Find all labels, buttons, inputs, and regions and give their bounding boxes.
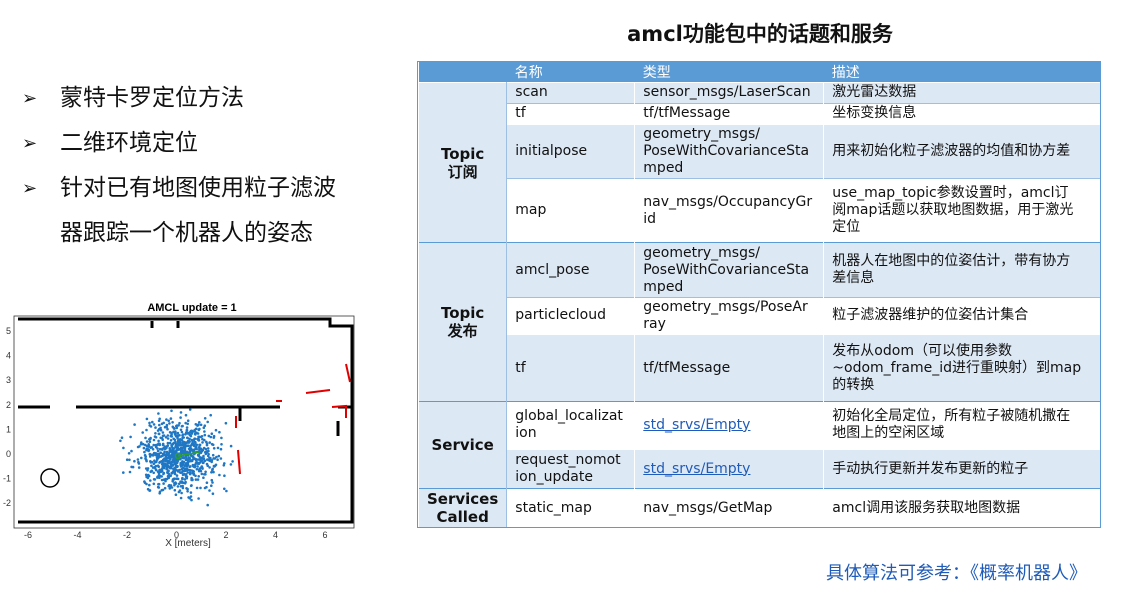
laser-scan-points <box>235 363 351 475</box>
x-axis-ticks: -6 -4 -2 0 2 4 6 <box>24 530 328 540</box>
service-type-link[interactable]: std_srvs/Empty <box>643 416 751 433</box>
amcl-plot: AMCL update = 1 -6 -4 -2 0 2 4 6 5 4 3 2 1 0 -1 -2 X … <box>0 296 380 556</box>
particle-cloud <box>119 408 234 507</box>
header-group <box>418 62 507 83</box>
x-tick-label: -4 <box>73 530 81 540</box>
bullet-list: ➢ 蒙特卡罗定位方法 ➢ 二维环境定位 ➢ 针对已有地图使用粒子滤波 器跟踪一个… <box>22 76 336 256</box>
service-type-link[interactable]: std_srvs/Empty <box>643 460 751 477</box>
table-header-row: 名称 类型 描述 <box>418 62 1100 83</box>
table-row: Service global_localizat ion std_srvs/Empt… <box>417 400 1100 489</box>
cell-name: amcl_pose <box>506 242 635 298</box>
group-label-line: Topic <box>440 144 485 163</box>
cell-type: nav_msgs/OccupancyGr id <box>634 177 824 243</box>
group-label-line: Services <box>427 490 499 509</box>
cell-name: scan <box>506 82 635 104</box>
cell-desc: amcl调用该服务获取地图数据 <box>823 488 1100 527</box>
cell-desc: use_map_topic参数设置时，amcl订 阅map话题以获取地图数据，用… <box>823 177 1100 243</box>
cell-desc: 发布从odom（可以使用参数 ~odom_frame_id进行重映射）到map … <box>823 334 1100 402</box>
plot-frame <box>13 315 355 529</box>
y-tick-label: 1 <box>6 424 11 434</box>
bullet-text-continued: 器跟踪一个机器人的姿态 <box>60 220 313 246</box>
y-tick-label: 4 <box>6 351 11 361</box>
x-tick-label: -2 <box>123 530 131 540</box>
y-tick-label: 3 <box>6 375 11 385</box>
cell-desc: 坐标变换信息 <box>823 102 1100 125</box>
y-tick-label: -1 <box>3 474 11 484</box>
pose-marker <box>174 452 182 460</box>
reference-note: 具体算法可参考：《概率机器人》 <box>826 563 1087 584</box>
cell-type: std_srvs/Empty <box>634 400 824 450</box>
bullet-text: 针对已有地图使用粒子滤波 <box>60 175 336 201</box>
x-tick-label: 0 <box>174 530 179 540</box>
arrow-bullet-icon: ➢ <box>22 88 38 109</box>
y-tick-label: -2 <box>3 498 11 508</box>
slide-title: amcl功能包中的话题和服务 <box>627 22 893 46</box>
cell-name: initialpose <box>506 123 635 179</box>
cell-type: tf/tfMessage <box>634 102 824 125</box>
arrow-bullet-icon: ➢ <box>22 178 38 199</box>
cell-type: tf/tfMessage <box>634 334 824 402</box>
x-tick-label: 2 <box>223 530 228 540</box>
cell-desc: 手动执行更新并发布更新的粒子 <box>823 448 1100 489</box>
cell-name: static_map <box>506 488 635 527</box>
cell-name: particlecloud <box>506 296 635 335</box>
table-row: request_nomot ion_update std_srvs/Empty 手动… <box>419 448 1100 489</box>
x-tick-label: 6 <box>322 530 327 540</box>
x-axis-label: X [meters] <box>165 538 211 549</box>
map-obstacle <box>40 468 60 488</box>
cell-name: tf <box>506 334 635 402</box>
bullet-item: ➢ 针对已有地图使用粒子滤波 <box>22 166 336 211</box>
cell-desc: 用来初始化粒子滤波器的均值和协方差 <box>823 123 1100 179</box>
group-label-line: Topic <box>440 304 485 323</box>
group-label-line: 订阅 <box>447 162 478 181</box>
cell-name: map <box>506 177 635 243</box>
x-tick-label: -6 <box>24 530 32 540</box>
y-tick-label: 5 <box>6 326 11 336</box>
cell-type: std_srvs/Empty <box>634 448 824 489</box>
cell-name: request_nomot ion_update <box>506 448 635 489</box>
cell-type: geometry_msgs/PoseAr ray <box>634 296 824 335</box>
cell-type: geometry_msgs/ PoseWithCovarianceSta mpe… <box>634 242 824 298</box>
cell-desc: 初始化全局定位，所有粒子被随机撒在 地图上的空闲区域 <box>823 400 1100 450</box>
plot-title: AMCL update = 1 <box>147 302 236 314</box>
cell-desc: 粒子滤波器维护的位姿估计集合 <box>823 296 1100 335</box>
cell-type: sensor_msgs/LaserScan <box>634 82 824 104</box>
group-label-line: 发布 <box>447 322 478 341</box>
arrow-bullet-icon: ➢ <box>22 133 38 154</box>
bullet-item: ➢ 二维环境定位 <box>22 121 336 166</box>
y-tick-label: 0 <box>6 449 11 459</box>
amcl-plot-svg: AMCL update = 1 -6 -4 -2 0 2 4 6 5 4 3 2 1 0 -1 -2 X … <box>3 302 355 549</box>
cell-desc: 激光雷达数据 <box>823 82 1100 104</box>
group-label-line: Service <box>431 436 494 455</box>
header-desc: 描述 <box>823 62 1100 83</box>
cell-type: nav_msgs/GetMap <box>634 488 824 527</box>
header-type: 类型 <box>634 62 824 83</box>
bullet-text: 二维环境定位 <box>60 130 198 156</box>
bullet-text: 蒙特卡罗定位方法 <box>60 85 244 111</box>
header-name: 名称 <box>506 62 635 83</box>
bullet-item: ➢ 蒙特卡罗定位方法 <box>22 76 336 121</box>
cell-desc: 机器人在地图中的位姿估计，带有协方 差信息 <box>823 242 1100 298</box>
group-label-service: Service <box>417 400 508 489</box>
group-label-line: Called <box>436 508 489 527</box>
cell-name: global_localizat ion <box>506 400 635 450</box>
y-axis-ticks: 5 4 3 2 1 0 -1 -2 <box>3 326 11 508</box>
x-tick-label: 4 <box>273 530 278 540</box>
cell-type: geometry_msgs/ PoseWithCovarianceSta mpe… <box>634 123 824 179</box>
pose-arrow <box>177 451 201 457</box>
cell-name: tf <box>506 102 635 125</box>
y-tick-label: 2 <box>6 400 11 410</box>
